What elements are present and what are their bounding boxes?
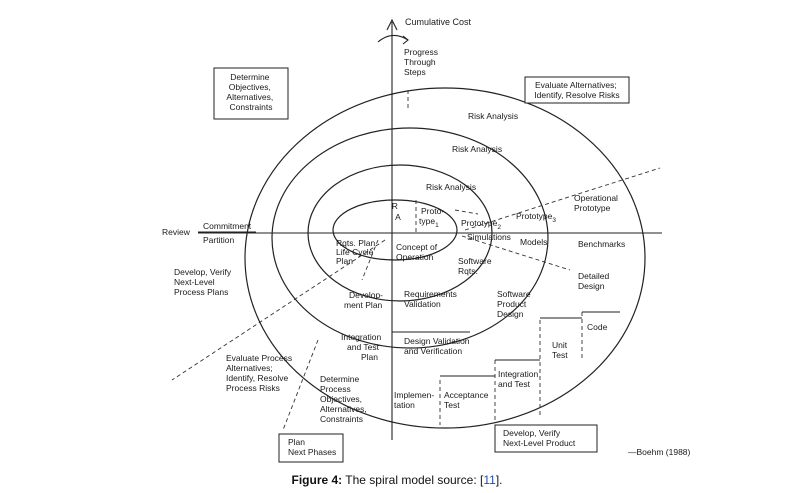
partition-label: Partition [203,235,234,245]
review-label: Review [162,227,191,237]
quadrant-box-evaluate [524,76,630,104]
figure-caption: Figure 4: The spiral model source: [11]. [0,473,794,487]
axes [198,18,662,440]
requirements-validation-label: Requirements Validation [404,289,459,309]
determine-process-note: Determine Process Objectives, Alternativ… [320,374,369,424]
dashed-diagonal-plan [282,339,319,431]
dashed-prototype-2 [454,209,479,215]
dashed-diagonal-lower-right [461,235,571,271]
integration-test-plan-label: Integration and Test Plan [341,332,384,362]
quadrant-boxes [213,67,630,463]
concept-of-operation-label: Concept of Operation [396,242,440,262]
operational-prototype-label: Operational Prototype [574,193,620,213]
spiral-loop-4 [244,87,646,429]
caption-label: Figure 4: [291,473,343,487]
software-product-design-label: Software Product Design [497,289,533,319]
ra-label: R A [392,201,401,222]
caption-end: ]. [495,473,503,487]
axis-arrow [386,18,398,31]
rqts-plan-label: Rqts. Plan Life Cycle Plan [336,238,378,266]
dashed-lines [171,90,661,431]
acceptance-test-label: Acceptance Test [444,390,491,410]
rotation-arrow-head [402,35,409,45]
quadrant-box-determine [213,67,289,120]
quadrant-box-develop [494,424,598,453]
caption-text: The spiral model source: [ [345,473,484,487]
cumulative-cost-label: Cumulative Cost [405,17,472,27]
solid-lines [198,231,620,377]
spiral-loops [244,87,646,429]
prototype-1-label: Proto- type1 [419,206,447,229]
implementation-label: Implemen- tation [394,390,437,410]
development-plan-label: Develop- ment Plan [344,290,385,310]
prototype-3-label: Prototype3 [516,211,556,224]
quadrant-evaluate-text: Evaluate Alternatives; Identify, Resolve… [534,80,619,100]
dashed-diagonal-lower-left [171,239,386,381]
code-label: Code [587,322,608,332]
design-validation-label: Design Validation and Verification [404,336,472,356]
risk-analysis-outer: Risk Analysis [468,111,518,121]
quadrant-develop-text: Develop, Verify Next-Level Product [503,428,576,448]
quadrant-plan-text: Plan Next Phases [288,437,336,457]
software-rqts-label: Software Rqts. [458,256,494,276]
evaluate-process-note: Evaluate Process Alternatives; Identify,… [226,353,295,393]
prototype-2-label: Prototype2 [461,218,501,231]
dashed-diagonal-upper-right [464,167,661,231]
quadrant-determine-text: Determine Objectives, Alternatives, Cons… [226,72,275,112]
simulations-label: Simulations [467,232,511,242]
risk-analysis-middle: Risk Analysis [452,144,502,154]
develop-verify-process-note: Develop, Verify Next-Level Process Plans [174,267,234,297]
risk-analysis-inner: Risk Analysis [426,182,476,192]
models-label: Models [520,237,547,247]
progress-label: Progress Through Steps [404,47,440,77]
dashed-concept-split [361,239,379,281]
quadrant-box-plan [278,433,344,463]
benchmarks-label: Benchmarks [578,239,625,249]
spiral-loop-3 [271,127,549,349]
detailed-design-label: Detailed Design [578,271,612,291]
spiral-loop-1 [332,199,458,261]
integration-and-test-label: Integration and Test [498,369,541,389]
credit-label: —Boehm (1988) [628,447,691,457]
caption-reference-link[interactable]: 11 [483,473,496,487]
commitment-label: Commitment [203,221,252,231]
unit-test-label: Unit Test [552,340,570,360]
